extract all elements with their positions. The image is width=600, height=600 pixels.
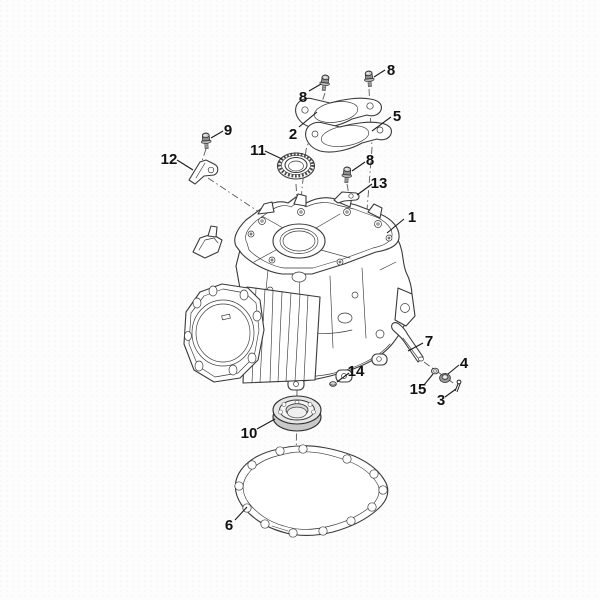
callout-8-top-right: 8 [387,62,395,79]
crankcase-gasket-part6 [234,444,389,538]
callout-5: 5 [393,108,401,125]
callout-13: 13 [371,175,388,192]
callout-8-top-left: 8 [299,89,307,106]
crankcase-top-flange [234,193,400,283]
tab-part13 [333,191,360,204]
cover-plate-part2 [295,97,382,129]
callout-labels: 1 2 3 4 5 6 7 8 8 8 9 10 11 12 13 14 15 [161,62,469,534]
cylinder-face [183,283,265,383]
cotter-pin-part3 [454,379,462,393]
callout-14: 14 [348,363,365,380]
oil-seal-part11 [276,152,316,180]
callout-11: 11 [250,142,266,159]
callout-1: 1 [408,209,416,226]
callout-7: 7 [425,333,433,350]
bolt-part9 [200,132,213,150]
crankcase-left-wing [192,225,223,259]
callout-2: 2 [289,126,297,143]
callout-4: 4 [460,355,469,372]
plug-part14 [329,381,337,387]
gasket-bolt-holes [234,444,388,538]
crankcase-part [183,193,416,391]
bolt-part8-top-right [362,70,376,88]
flange-bolt-bosses [247,208,393,266]
callout-6: 6 [225,517,233,534]
gasket-part5 [305,121,392,153]
bracket-part12 [188,159,219,185]
crankshaft-bore [272,223,326,259]
washer-part15 [430,367,439,375]
callout-12: 12 [161,151,178,168]
callout-8-mid: 8 [366,152,374,169]
callout-3: 3 [437,392,445,409]
bolt-part8-mid [340,166,353,184]
breather-tube-part7 [391,322,424,363]
leader-lines [176,69,460,521]
ball-bearing-part10 [272,395,322,432]
collar-part4 [439,372,451,383]
callout-10: 10 [241,425,258,442]
bolt-part8-top-left [318,73,332,92]
callout-9: 9 [224,122,232,139]
callout-15: 15 [410,381,427,398]
